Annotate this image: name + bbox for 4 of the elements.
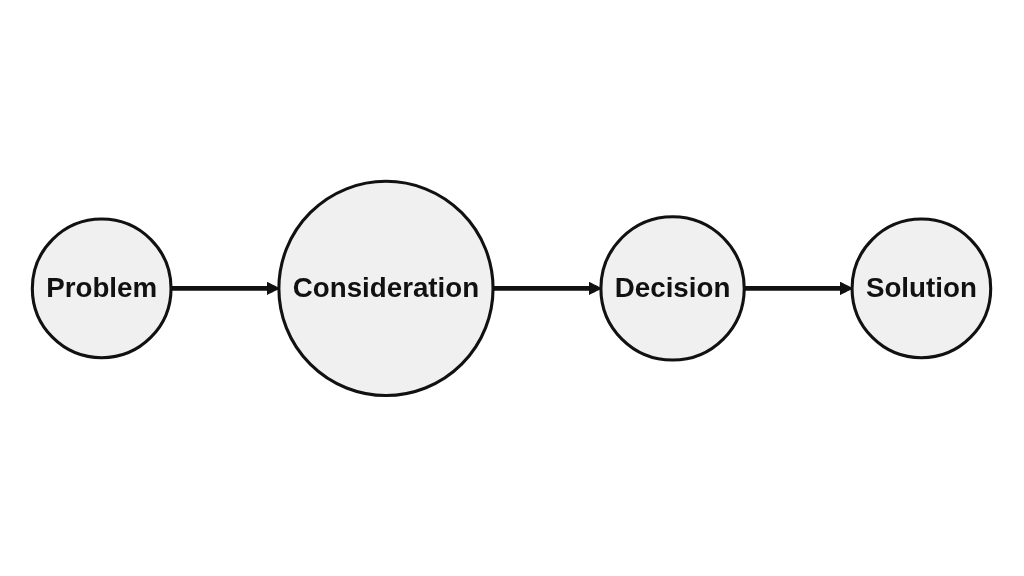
node-circle: Consideration bbox=[277, 179, 496, 397]
node-circle: Solution bbox=[851, 217, 993, 359]
node-circle: Decision bbox=[599, 214, 747, 362]
node-circle: Problem bbox=[31, 217, 174, 359]
